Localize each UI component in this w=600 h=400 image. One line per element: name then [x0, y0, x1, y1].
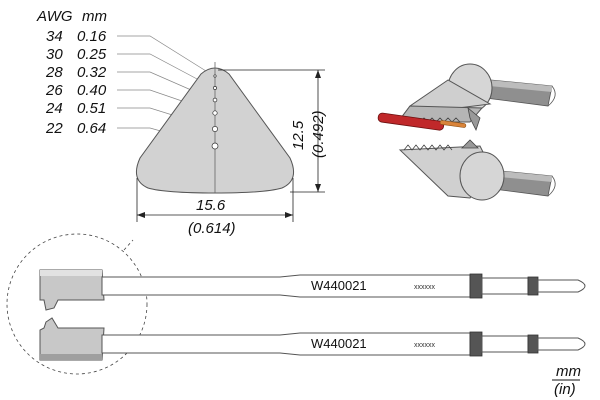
awg-26: 26 — [45, 82, 63, 99]
hole-032 — [212, 97, 218, 103]
mm-051: 0.51 — [77, 100, 106, 117]
width-in-label: (0.614) — [188, 220, 236, 237]
mm-040: 0.40 — [77, 82, 107, 99]
hole-040 — [212, 110, 218, 116]
hole-025 — [213, 86, 217, 90]
awg-28: 28 — [45, 64, 63, 81]
wire-size-table: AWG mm 34 0.16 30 0.25 28 0.32 26 0.40 2… — [36, 8, 107, 137]
mm-064: 0.64 — [77, 120, 106, 137]
mm-016: 0.16 — [77, 28, 107, 45]
height-in-label: (0.492) — [310, 110, 327, 158]
unit-in: (in) — [554, 381, 576, 398]
unit-mm: mm — [556, 363, 581, 380]
blade-3d-view — [377, 63, 556, 201]
awg-30: 30 — [46, 46, 63, 63]
hole-064 — [211, 142, 219, 150]
serial-upper: xxxxxx — [414, 284, 436, 291]
leader-lines — [117, 35, 215, 147]
wire — [377, 112, 467, 131]
awg-34: 34 — [46, 28, 63, 45]
width-mm-label: 15.6 — [196, 197, 226, 214]
serial-lower: xxxxxx — [414, 342, 436, 349]
awg-24: 24 — [45, 100, 63, 117]
detail-circle — [6, 233, 148, 375]
mm-025: 0.25 — [77, 46, 107, 63]
mm-header: mm — [82, 8, 107, 25]
hole-034 — [213, 74, 217, 78]
height-mm-label: 12.5 — [290, 120, 307, 150]
part-number-lower: W440021 — [311, 336, 367, 351]
width-dimension: 15.6 (0.614) — [136, 178, 294, 237]
upper-cartridge: W440021 xxxxxx — [39, 269, 586, 311]
units-legend: mm (in) — [552, 363, 581, 398]
lower-cartridge: W440021 xxxxxx — [39, 317, 586, 361]
height-dimension: 12.5 (0.492) — [218, 69, 327, 193]
awg-header: AWG — [36, 8, 73, 25]
part-number-upper: W440021 — [311, 278, 367, 293]
mm-032: 0.32 — [77, 64, 107, 81]
awg-22: 22 — [45, 120, 63, 137]
blade-cross-section — [135, 62, 295, 194]
hole-051 — [212, 126, 218, 132]
